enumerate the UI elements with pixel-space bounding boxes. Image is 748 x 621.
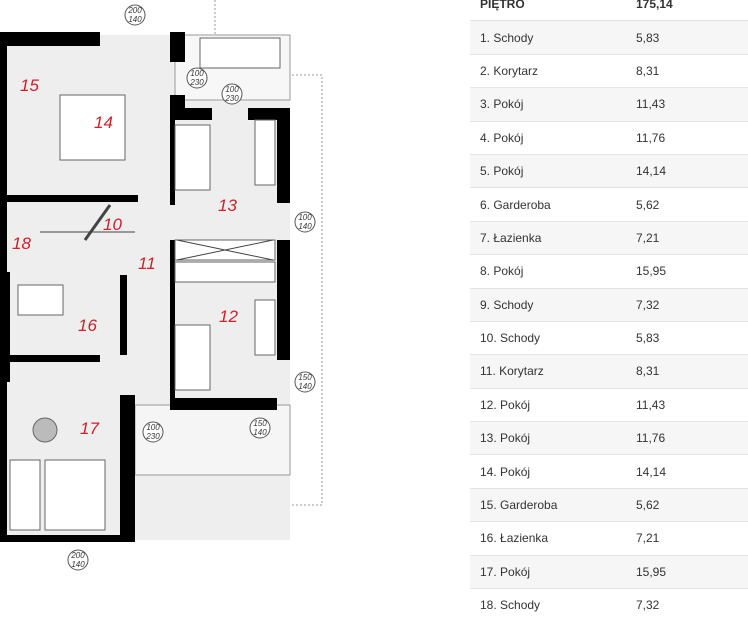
room-label: 15 <box>20 76 39 95</box>
room-area: 11,43 <box>626 387 748 422</box>
room-area: 7,21 <box>626 521 748 556</box>
dim-top: 150 <box>253 419 267 428</box>
floor-label: PIĘTRO <box>480 0 525 12</box>
room-area: 11,76 <box>626 421 748 455</box>
room-label: 12 <box>219 307 238 326</box>
room-name: 9. Schody <box>470 287 626 322</box>
room-name: 11. Korytarz <box>470 354 626 389</box>
room-area: 11,76 <box>626 120 748 155</box>
room-area: 8,31 <box>626 53 748 88</box>
dim-bottom: 140 <box>298 222 312 231</box>
room-name: 16. Łazienka <box>470 521 626 556</box>
dim-bottom: 230 <box>145 432 160 441</box>
room-name: 12. Pokój <box>470 387 626 422</box>
room-label: 16 <box>78 316 97 335</box>
room-area: 5,83 <box>626 320 748 355</box>
dim-bottom: 140 <box>71 560 85 569</box>
room-name: 13. Pokój <box>470 421 626 455</box>
room-name: 4. Pokój <box>470 120 626 155</box>
room-label: 13 <box>218 196 237 215</box>
room-area: 14,14 <box>626 454 748 489</box>
room-area: 7,21 <box>626 220 748 255</box>
room-area: 5,62 <box>626 487 748 522</box>
room-label: 14 <box>94 113 113 132</box>
room-name: 2. Korytarz <box>470 53 626 88</box>
room-label: 11 <box>138 254 156 273</box>
dim-bottom: 140 <box>128 15 142 24</box>
dim-top: 200 <box>70 551 85 560</box>
room-name: 5. Pokój <box>470 153 626 188</box>
room-area: 11,43 <box>626 87 748 122</box>
room-name: 10. Schody <box>470 320 626 355</box>
dim-top: 100 <box>298 213 312 222</box>
room-label: 10 <box>103 215 122 234</box>
room-area: 14,14 <box>626 153 748 188</box>
room-area: 7,32 <box>626 287 748 322</box>
room-name: 18. Schody <box>470 588 626 621</box>
room-name: 14. Pokój <box>470 454 626 489</box>
room-name: 7. Łazienka <box>470 220 626 255</box>
dim-bottom: 230 <box>224 94 239 103</box>
room-area: 5,83 <box>626 20 748 55</box>
room-label: 17 <box>80 419 99 438</box>
room-area: 7,32 <box>626 588 748 621</box>
room-area: 15,95 <box>626 554 748 589</box>
table-header-row: PIĘTRO 175,14 <box>470 0 748 21</box>
room-name: 17. Pokój <box>470 554 626 589</box>
dim-top: 100 <box>146 423 160 432</box>
room-name: 6. Garderoba <box>470 187 626 222</box>
room-area: 8,31 <box>626 354 748 389</box>
dim-top: 150 <box>298 373 312 382</box>
dim-top: 200 <box>127 6 142 15</box>
room-name: 3. Pokój <box>470 87 626 122</box>
dim-bottom: 140 <box>253 428 267 437</box>
dim-top: 100 <box>190 69 204 78</box>
dim-bottom: 140 <box>298 382 312 391</box>
dim-top: 100 <box>225 85 239 94</box>
room-label: 18 <box>12 234 31 253</box>
room-area: 15,95 <box>626 254 748 289</box>
floor-total: 175,14 <box>636 0 673 12</box>
dim-bottom: 230 <box>189 78 204 87</box>
room-name: 1. Schody <box>470 20 626 55</box>
room-name: 15. Garderoba <box>470 487 626 522</box>
room-area: 5,62 <box>626 187 748 222</box>
room-name: 8. Pokój <box>470 254 626 289</box>
